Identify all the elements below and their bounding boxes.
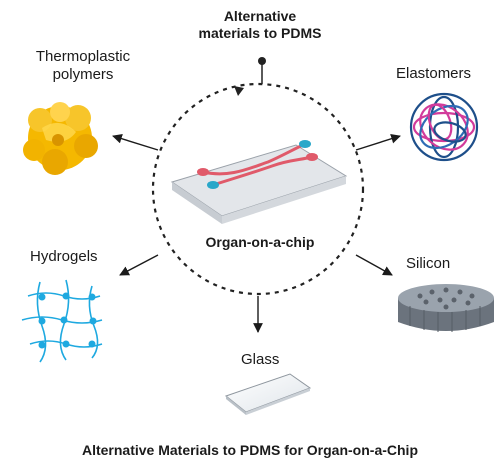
alternative-materials-line2: materials to PDMS — [198, 25, 322, 41]
arrow-to-hydrogels — [119, 254, 159, 276]
hydrogel-illustration — [21, 279, 103, 363]
thermoplastic-label: Thermoplastic polymers — [8, 48, 158, 84]
hydrogels-label: Hydrogels — [30, 248, 98, 265]
glass-illustration — [224, 373, 312, 415]
silicon-illustration — [398, 284, 494, 332]
thermoplastic-illustration — [23, 102, 98, 175]
thermoplastic-label-line1: Thermoplastic — [35, 48, 131, 65]
alternative-materials-label: Alternative materials to PDMS — [170, 8, 350, 42]
glass-label: Glass — [241, 351, 280, 368]
silicon-label: Silicon — [406, 255, 451, 272]
organ-on-a-chip-label: Organ-on-a-chip — [205, 234, 315, 250]
arrow-to-thermoplastic — [112, 133, 159, 151]
arrow-to-silicon — [355, 254, 393, 276]
elastomer-illustration — [409, 92, 479, 162]
top-connector-dot — [258, 57, 266, 65]
figure-caption: Alternative Materials to PDMS for Organ-… — [81, 442, 419, 458]
cycle-circle — [151, 82, 365, 296]
elastomers-label: Elastomers — [396, 65, 472, 82]
alternative-materials-line1: Alternative — [223, 8, 297, 24]
arrow-to-elastomers — [355, 134, 401, 151]
chip-illustration — [170, 140, 348, 224]
circle-arrowhead — [234, 86, 244, 96]
thermoplastic-label-line2: polymers — [52, 66, 114, 83]
